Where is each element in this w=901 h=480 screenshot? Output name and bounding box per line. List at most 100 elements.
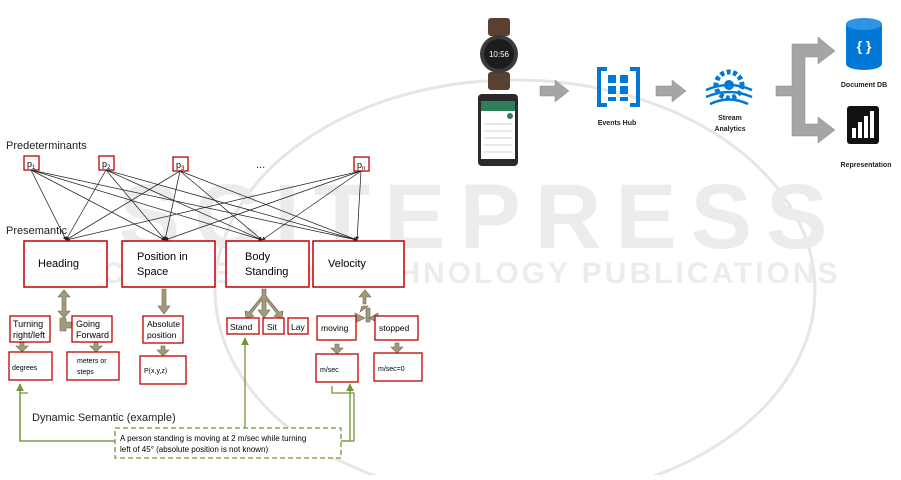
p-node-1: p1 — [23, 155, 40, 171]
block-arrows — [15, 288, 404, 357]
flow-arrows — [539, 36, 836, 144]
arrow-velocity-up — [358, 289, 372, 305]
edge-p1-position — [30, 169, 166, 241]
arrow-degrees-up — [15, 341, 29, 353]
arrow-meters-up — [89, 341, 103, 353]
events-hub-label: Events Hub — [598, 120, 637, 127]
edge-pn-heading — [65, 170, 362, 242]
svg-text:p2: p2 — [102, 159, 111, 171]
predeterminants-label: Predeterminants — [6, 140, 87, 152]
node-body-standing: Body Standing — [225, 240, 310, 288]
node-velocity: Velocity — [312, 240, 405, 288]
arrow-heading-bidirectional — [57, 289, 71, 319]
node-going-forward: Going Forward — [71, 315, 113, 343]
arrow-position-down — [157, 288, 171, 315]
node-lay: Lay — [287, 317, 309, 335]
node-absolute-line2: position — [147, 330, 177, 340]
stream-analytics-line2: Analytics — [714, 126, 745, 133]
edge-pn-position — [164, 170, 362, 241]
node-absolute-position: Absolute position — [142, 315, 184, 344]
connections — [30, 169, 362, 242]
svg-text:p3: p3 — [176, 160, 185, 172]
node-degrees-label: degrees — [12, 365, 38, 372]
node-stand-label: Stand — [230, 322, 252, 332]
ellipsis: ... — [256, 159, 265, 171]
p-node-n-base: p — [357, 160, 362, 170]
green-connectors — [16, 337, 355, 442]
edge-p1-body — [30, 169, 263, 241]
arrow-hub-to-stream — [655, 79, 687, 103]
document-db-label: Document DB — [841, 82, 887, 89]
edge-p1-velocity — [30, 169, 358, 242]
node-position-in-space: Position in Space — [121, 240, 216, 288]
arrow-msec-up — [330, 343, 344, 355]
node-stand: Stand — [226, 317, 260, 335]
arrow-pxyz-up — [156, 345, 170, 357]
edge-p3-heading — [65, 170, 181, 241]
edge-p2-velocity — [105, 169, 358, 241]
node-sit-label: Sit — [267, 322, 278, 332]
node-lay-label: Lay — [291, 322, 305, 332]
arrow-devices-to-hub — [539, 79, 570, 103]
node-msec0: m/sec=0 — [373, 352, 423, 382]
edge-p2-heading — [65, 169, 107, 241]
node-meters-or-steps: meters or steps — [66, 351, 120, 381]
stream-analytics-line1: Stream — [718, 115, 742, 122]
stream-analytics-icon — [705, 69, 753, 106]
node-heading-label: Heading — [38, 258, 79, 270]
node-meters-line2: steps — [77, 369, 94, 376]
p-node-3-base: p — [176, 160, 181, 170]
green-msec-loop — [331, 386, 355, 442]
edge-p3-velocity — [179, 170, 358, 241]
representation-label: Representation — [841, 162, 892, 169]
node-moving: moving — [316, 315, 357, 341]
smartwatch-icon: 10:56 — [480, 18, 518, 90]
node-body-line2: Standing — [245, 266, 288, 278]
example-line1: A person standing is moving at 2 m/sec w… — [120, 434, 306, 443]
node-meters-line1: meters or — [77, 358, 107, 365]
document-db-icon-text: { } — [857, 38, 872, 54]
presemantic-label: Presemantic — [6, 225, 68, 237]
arrow-stream-fork — [775, 36, 836, 144]
edge-p2-position — [105, 169, 166, 241]
edge-p3-body — [179, 170, 263, 241]
smartphone-icon — [478, 94, 518, 166]
document-db-icon: { } — [846, 18, 882, 70]
dynamic-semantic-label: Dynamic Semantic (example) — [32, 412, 176, 424]
node-body-line1: Body — [245, 251, 271, 263]
edge-pn-body — [261, 170, 362, 241]
node-sit: Sit — [262, 317, 285, 335]
node-msec: m/sec — [315, 353, 359, 383]
arrow-body-three-way — [244, 288, 284, 319]
node-velocity-label: Velocity — [328, 258, 366, 270]
node-pxyz: P(x,y,z) — [139, 355, 187, 385]
p-node-3-sub: 3 — [181, 166, 185, 172]
p-node-n-sub: n — [362, 166, 365, 172]
example-box: A person standing is moving at 2 m/sec w… — [114, 427, 342, 459]
green-degrees-branch — [19, 392, 115, 442]
events-hub-icon — [597, 67, 640, 107]
node-heading: Heading — [23, 240, 108, 288]
watch-time: 10:56 — [489, 50, 510, 59]
edge-p1-heading — [30, 169, 67, 241]
node-pxyz-label: P(x,y,z) — [144, 368, 167, 375]
example-line2: left of 45° (absolute position is not kn… — [120, 445, 269, 454]
node-stopped: stopped — [374, 315, 419, 341]
node-msec0-label: m/sec=0 — [378, 366, 405, 373]
svg-text:p1: p1 — [27, 159, 36, 171]
node-turning-line2: right/left — [13, 330, 46, 340]
node-going-line2: Forward — [76, 330, 109, 340]
edge-p3-position — [163, 170, 181, 241]
arrow-msec0-up — [390, 342, 404, 354]
node-stopped-label: stopped — [379, 323, 410, 333]
svg-text:pn: pn — [357, 160, 365, 172]
node-absolute-line1: Absolute — [147, 319, 180, 329]
node-msec-label: m/sec — [320, 367, 339, 374]
node-position-line2: Space — [137, 266, 168, 278]
node-degrees: degrees — [8, 351, 53, 381]
p-node-3: p3 — [172, 156, 189, 172]
arrow-velocity-split — [359, 305, 371, 323]
p-node-2: p2 — [98, 155, 115, 171]
